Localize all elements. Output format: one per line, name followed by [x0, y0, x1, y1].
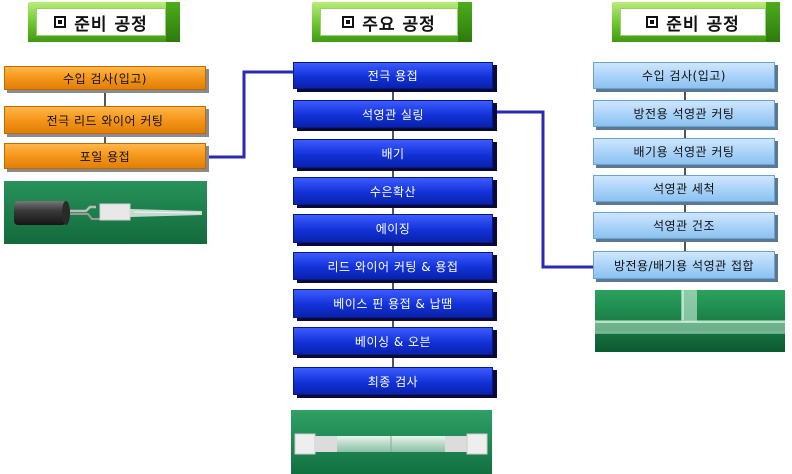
center-step-7: 베이스 핀 용접 & 납땜: [293, 289, 493, 318]
left-header-title: 준비 공정: [74, 14, 148, 35]
right-step-4: 석영관 세척: [593, 175, 775, 202]
right-step-1: 수입 검사(입고): [593, 62, 775, 89]
center-step-9: 최종 검사: [293, 367, 493, 395]
right-step-5: 석영관 건조: [593, 212, 775, 239]
left-step-2: 전극 리드 와이어 커팅: [4, 106, 206, 134]
right-flow-line: [684, 82, 686, 262]
square-bullet-icon: [646, 16, 659, 28]
right-header: 준비 공정: [612, 2, 780, 42]
tube-joint-photo: [595, 290, 785, 352]
center-to-right-connector: [497, 110, 593, 269]
right-step-6: 방전용/배기용 석영관 접합: [593, 251, 775, 279]
center-header-title: 주요 공정: [362, 14, 436, 35]
left-header: 준비 공정: [28, 2, 180, 42]
foil-welding-photo: [4, 181, 207, 244]
center-header: 주요 공정: [312, 2, 472, 42]
square-bullet-icon: [54, 16, 67, 28]
final-product-photo: [291, 410, 492, 474]
left-step-3: 포일 용접: [4, 143, 206, 169]
right-header-title: 준비 공정: [666, 14, 740, 35]
center-step-4: 수은확산: [293, 177, 493, 205]
center-step-2: 석영관 실링: [293, 100, 493, 128]
center-step-8: 베이싱 & 오븐: [293, 327, 493, 355]
center-step-5: 에이징: [293, 214, 493, 243]
right-step-2: 방전용 석영관 커팅: [593, 100, 775, 127]
center-step-6: 리드 와이어 커팅 & 용접: [293, 252, 493, 280]
center-step-1: 전극 용접: [293, 62, 493, 89]
right-step-3: 배기용 석영관 커팅: [593, 138, 775, 165]
left-step-1: 수입 검사(입고): [4, 66, 206, 90]
left-to-center-connector: [208, 70, 293, 159]
square-bullet-icon: [342, 16, 355, 28]
center-step-3: 배기: [293, 139, 493, 168]
